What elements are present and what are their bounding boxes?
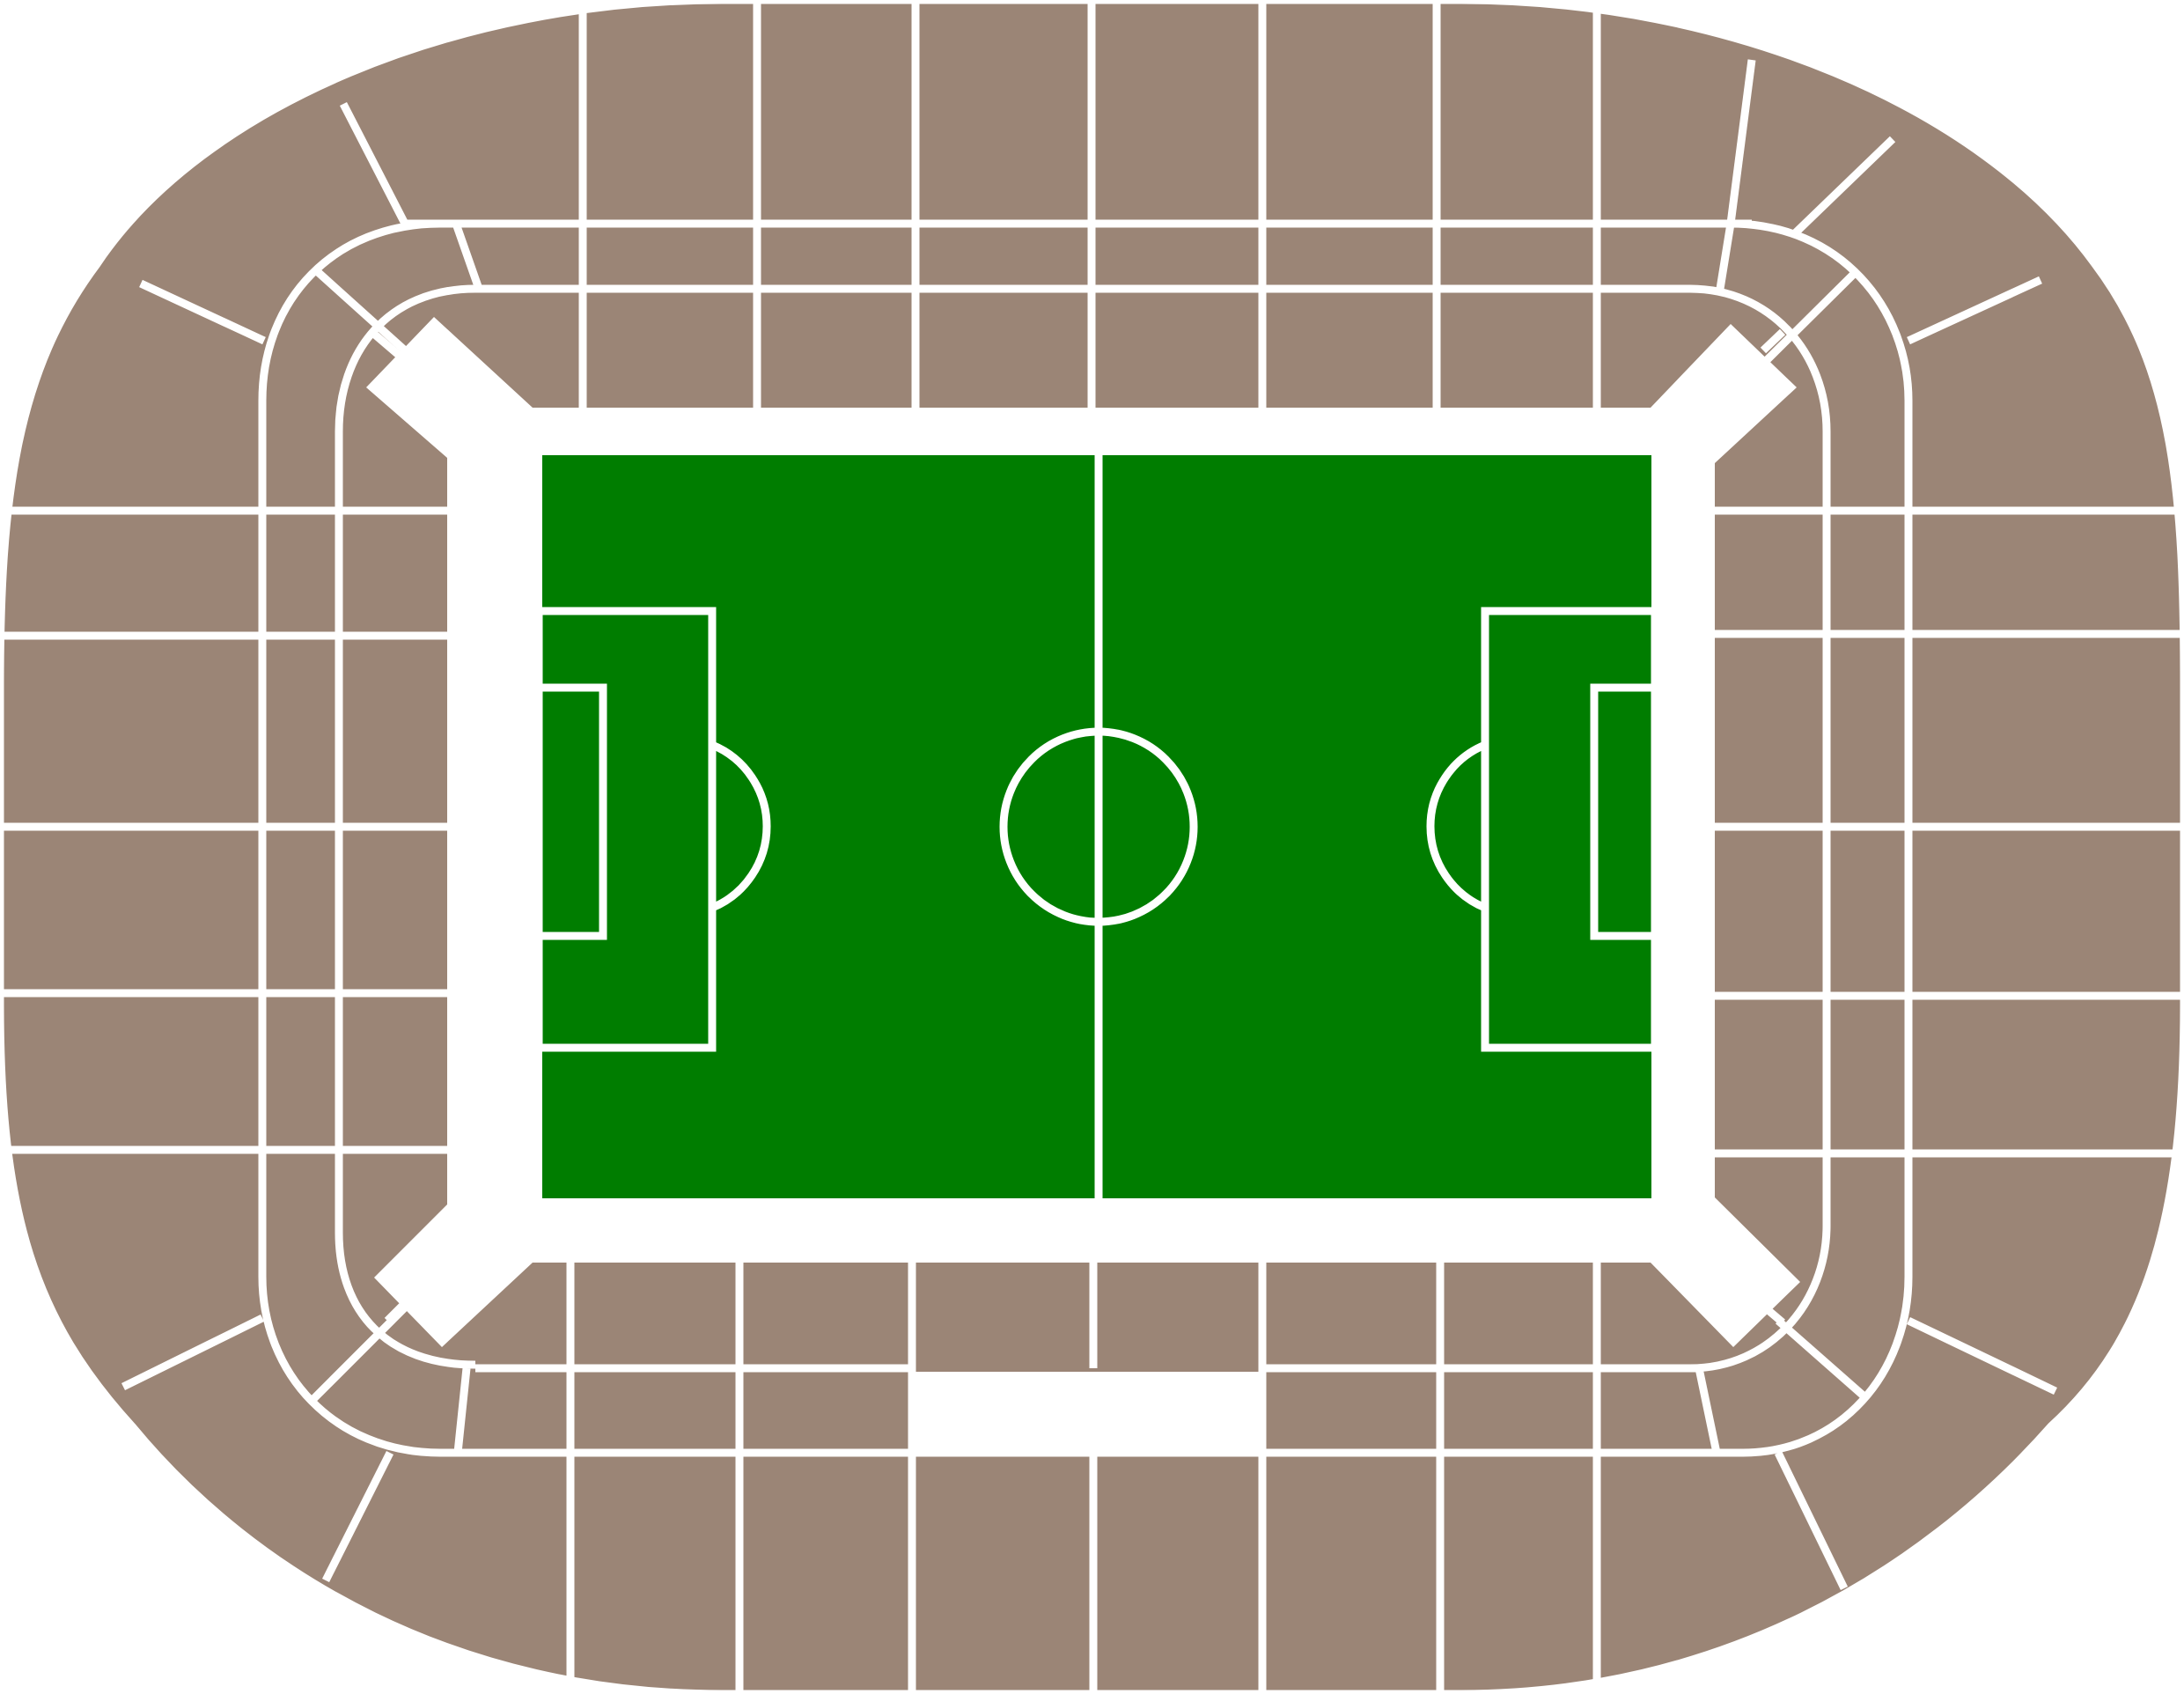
penalty-arc-left	[710, 740, 771, 912]
goal-area-right	[1590, 683, 1659, 940]
pitch	[534, 448, 1659, 1205]
goal-area-left	[534, 683, 607, 940]
penalty-arc-right	[1426, 740, 1487, 912]
center-circle	[999, 727, 1198, 926]
player-tunnel	[916, 1372, 1262, 1449]
